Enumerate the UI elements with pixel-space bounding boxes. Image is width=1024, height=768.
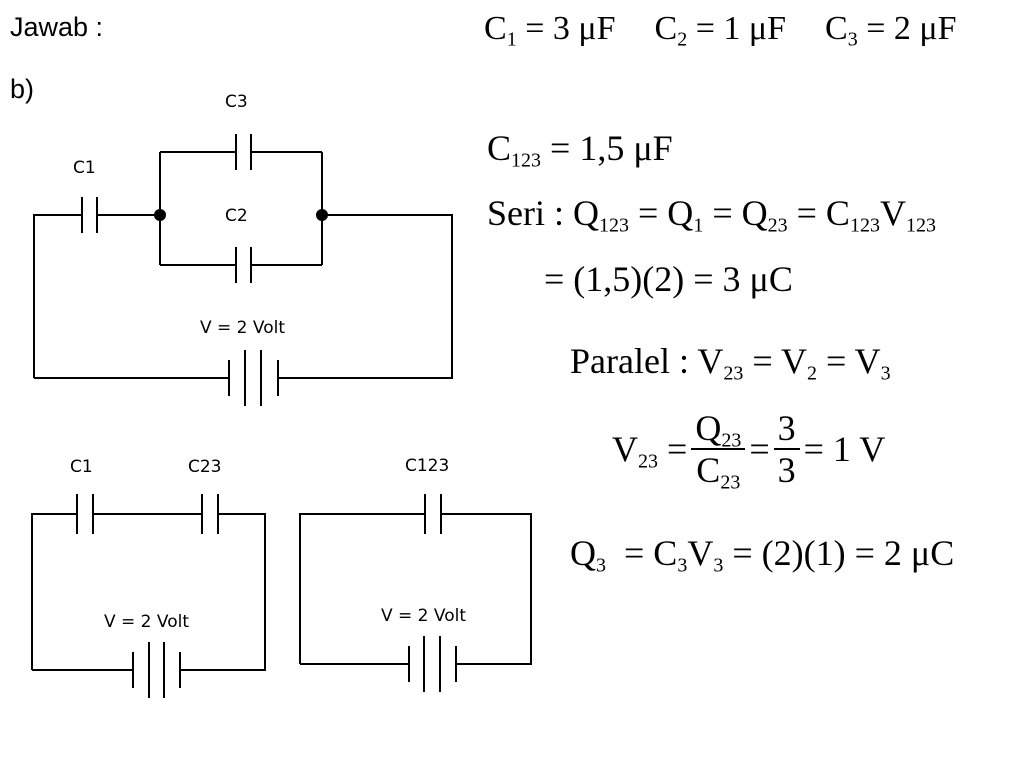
answer-heading: Jawab : xyxy=(10,12,104,42)
fraction-3-3: 3 3 xyxy=(773,410,800,488)
label-c2: C2 xyxy=(225,206,248,226)
eq-paralel: Paralel : V23 = V2 = V3 xyxy=(570,341,891,385)
label-equiv-voltage: V = 2 Volt xyxy=(381,606,466,626)
label-series-c1: C1 xyxy=(70,457,93,477)
junction-dots xyxy=(154,209,328,221)
label-series-c23: C23 xyxy=(188,457,222,477)
label-c123: C123 xyxy=(405,456,450,476)
label-main-voltage: V = 2 Volt xyxy=(200,318,285,338)
eq-seri: Seri : Q123 = Q1 = Q23 = C123V123 xyxy=(487,193,936,237)
part-label: b) xyxy=(10,74,35,104)
battery-equiv-symbol xyxy=(408,636,457,692)
capacitor-c3-symbol xyxy=(235,134,252,170)
capacitor-series-c23-symbol xyxy=(201,494,219,534)
main-circuit-wires xyxy=(33,151,453,379)
series-circuit-wires xyxy=(31,513,266,671)
label-series-voltage: V = 2 Volt xyxy=(104,612,189,632)
paralel-title: Paralel : xyxy=(570,341,698,381)
capacitor-c123-symbol xyxy=(424,494,442,534)
battery-main-symbol xyxy=(228,350,279,406)
label-c3: C3 xyxy=(225,92,248,112)
eq-c123: C123 = 1,5 μF xyxy=(487,128,673,172)
eq-v23: V23 = Q23 C23 = 3 3 = 1 V xyxy=(612,408,886,494)
label-c1: C1 xyxy=(73,158,96,178)
seri-title: Seri : xyxy=(487,193,573,233)
capacitor-c2-symbol xyxy=(235,247,252,283)
eq-q3: Q3 = C3V3 = (2)(1) = 2 μC xyxy=(570,533,955,577)
capacitor-series-c1-symbol xyxy=(76,494,94,534)
eq-seri-result: = (1,5)(2) = 3 μC xyxy=(544,259,793,299)
fraction-q23-c23: Q23 C23 xyxy=(691,410,746,492)
given-values: C1 = 3 μF C2 = 1 μF C3 = 2 μF xyxy=(484,10,957,51)
battery-series-symbol xyxy=(132,642,181,698)
equivalent-circuit-wires xyxy=(299,513,532,665)
capacitor-c1-symbol xyxy=(81,197,98,233)
